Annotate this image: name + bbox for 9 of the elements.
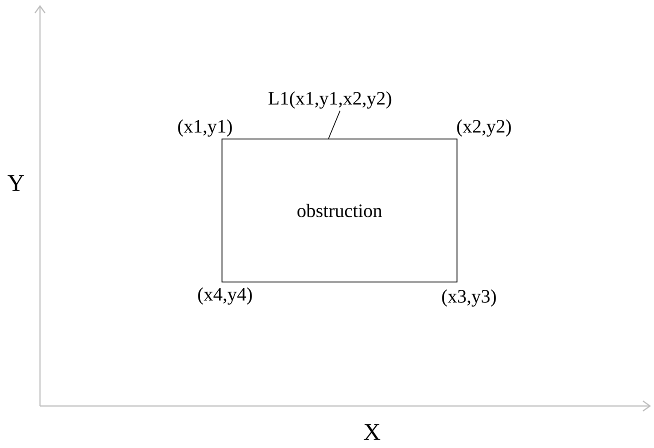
leader-line [328,110,340,139]
axis-label: X [364,424,380,440]
corner-label: (x1,y1) [178,119,232,137]
corner-label: (x3,y3) [442,289,496,307]
corner-label: (x4,y4) [198,287,252,305]
corner-label: (x2,y2) [457,119,511,137]
axis-label: Y [8,175,24,191]
line-label: L1(x1,y1,x2,y2) [268,91,392,109]
obstruction-box: obstruction [222,138,458,282]
